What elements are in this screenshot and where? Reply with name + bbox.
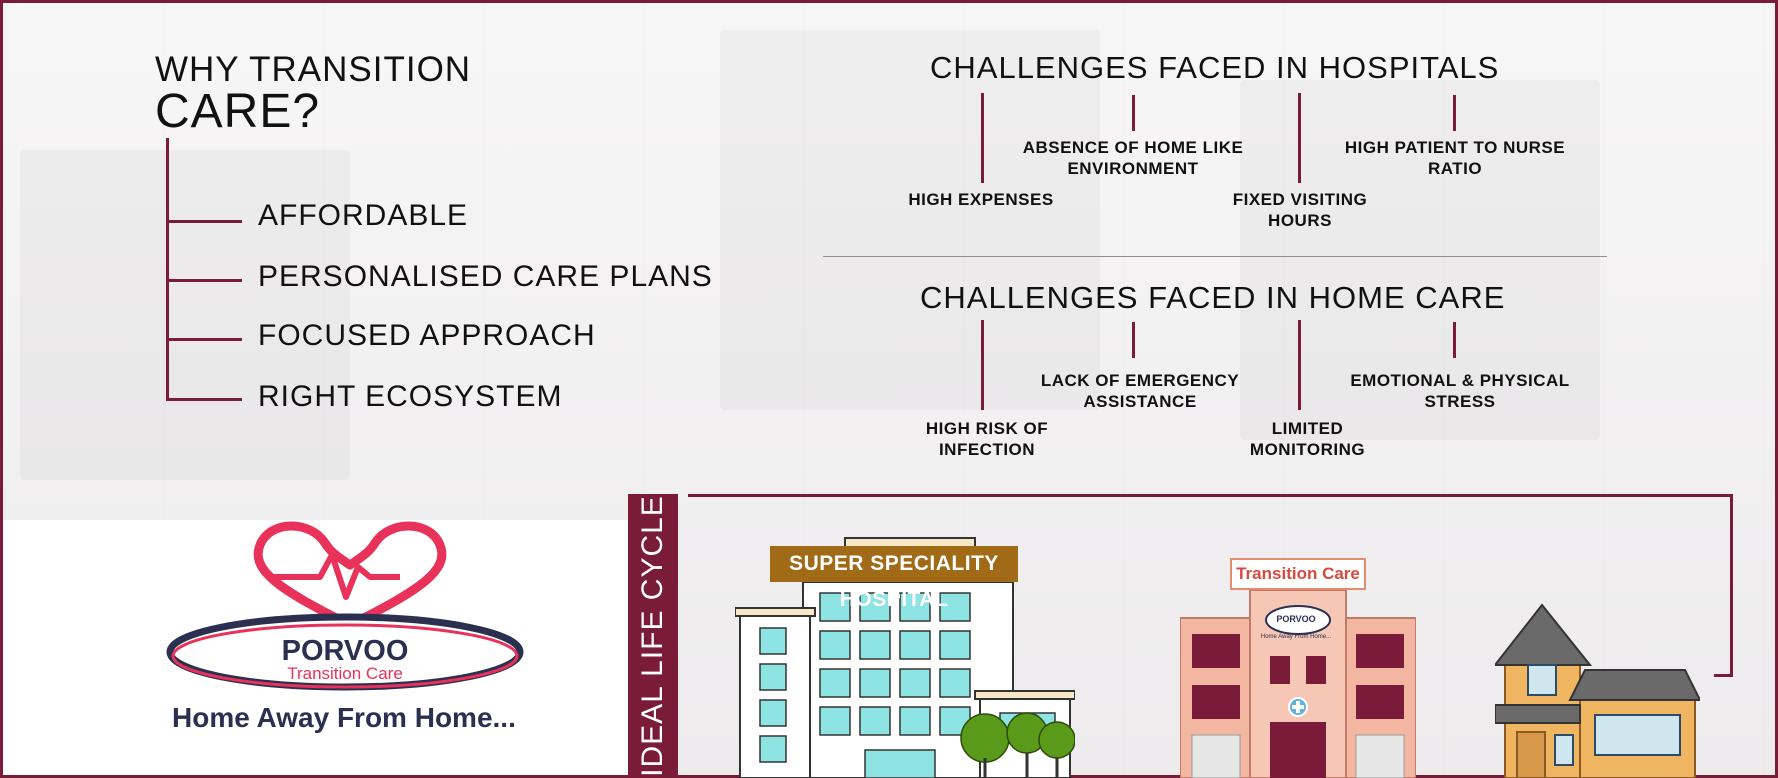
homecare-tick-3 (1298, 320, 1301, 410)
lifecycle-right-hook (1714, 674, 1733, 677)
section-divider (823, 256, 1607, 257)
lifecycle-top-line (688, 494, 1733, 497)
hospital-challenge-environment: ABSENCE OF HOME LIKE ENVIRONMENT (1022, 138, 1244, 178)
why-item-ecosystem: RIGHT ECOSYSTEM (258, 380, 563, 413)
hospital-tick-4 (1453, 95, 1456, 131)
why-item-personalised: PERSONALISED CARE PLANS (258, 260, 713, 293)
why-branch-1 (166, 220, 242, 223)
lifecycle-vertical-label: IDEAL LIFE CYCLE (628, 494, 678, 778)
why-branch-2 (166, 279, 242, 282)
porvoo-logo (166, 521, 524, 691)
why-branch-4 (166, 398, 242, 401)
brand-tagline: Home Away From Home... (172, 702, 516, 733)
why-title-line2: CARE? (155, 85, 321, 138)
mini-logo-name: PORVOO (1276, 614, 1316, 624)
hospital-challenge-expenses: HIGH EXPENSES (908, 190, 1054, 209)
why-item-focused: FOCUSED APPROACH (258, 319, 596, 352)
hospital-tick-3 (1298, 93, 1301, 183)
heart-icon (253, 521, 447, 630)
why-branch-3 (166, 338, 242, 341)
homecare-challenge-infection: HIGH RISK OF INFECTION (925, 419, 1049, 459)
background-pillar (720, 30, 1100, 410)
heartbeat-icon (270, 552, 400, 600)
brand-sub: Transition Care (287, 664, 403, 683)
why-tree-trunk (166, 138, 169, 401)
hospital-challenge-ratio: HIGH PATIENT TO NURSE RATIO (1344, 138, 1566, 178)
homecare-challenge-emergency: LACK OF EMERGENCY ASSISTANCE (1040, 371, 1240, 411)
mini-logo-tagline: Home Away From Home... (1260, 634, 1332, 640)
hospital-challenge-visiting: FIXED VISITING HOURS (1232, 190, 1368, 230)
lifecycle-right-line (1730, 494, 1733, 677)
homecare-tick-4 (1453, 322, 1456, 358)
homecare-challenges-title: CHALLENGES FACED IN HOME CARE (920, 280, 1506, 315)
hospital-challenges-title: CHALLENGES FACED IN HOSPITALS (930, 50, 1500, 85)
why-item-affordable: AFFORDABLE (258, 199, 469, 232)
homecare-challenge-stress: EMOTIONAL & PHYSICAL STRESS (1350, 371, 1570, 411)
home-house-illustration (1495, 603, 1700, 778)
why-title-line1: WHY TRANSITION (155, 50, 472, 89)
transition-care-building-illustration (1180, 590, 1416, 778)
brand-name: PORVOO (281, 635, 409, 667)
hospital-sign: SUPER SPECIALITY HOSPITAL (770, 546, 1018, 611)
hospital-tick-1 (981, 93, 984, 183)
homecare-challenge-monitoring: LIMITED MONITORING (1249, 419, 1366, 459)
homecare-tick-2 (1132, 322, 1135, 358)
transition-care-sign: Transition Care (1230, 558, 1366, 590)
homecare-tick-1 (981, 320, 984, 410)
hospital-tick-2 (1132, 95, 1135, 131)
